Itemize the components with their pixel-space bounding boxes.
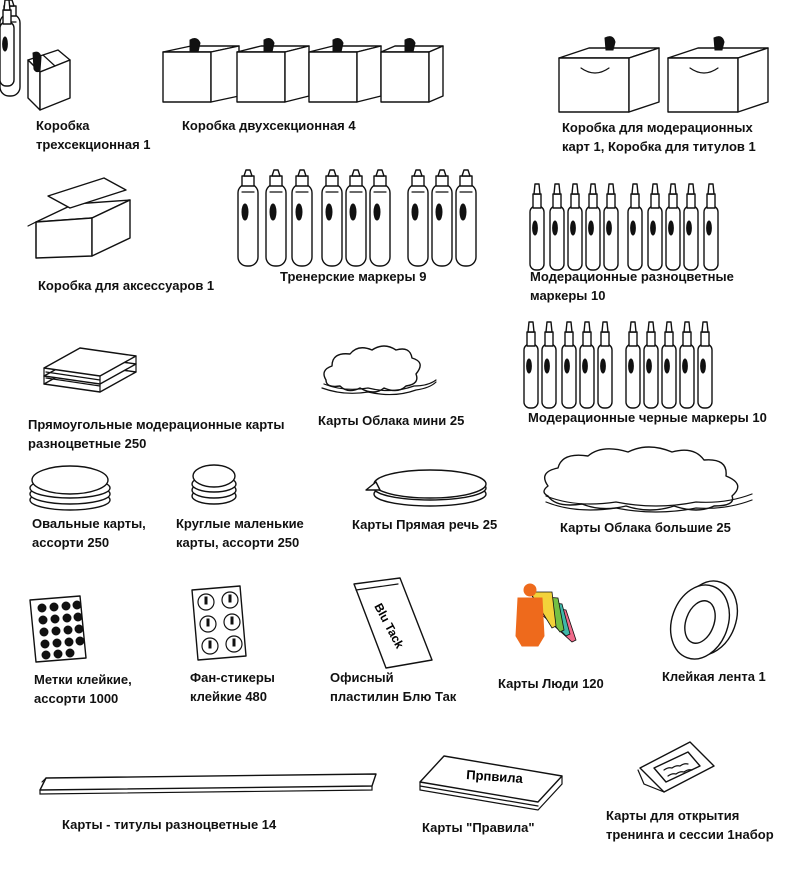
blu-tack-icon: Blu Tack xyxy=(353,577,433,669)
oval-cards-icon xyxy=(29,465,111,511)
caption-black-markers: Модерационные черные маркеры 10 xyxy=(528,410,767,425)
opening-cards-icon xyxy=(637,741,715,793)
caption-round-cards: Круглые маленькие карты, ассорти 250 xyxy=(176,516,304,550)
caption-rules: Карты "Правила" xyxy=(422,820,535,835)
caption-opening: Карты для открытия тренинга и сессии 1на… xyxy=(606,808,774,842)
speech-cards-icon xyxy=(365,469,487,507)
caption-tape: Клейкая лента 1 xyxy=(662,669,766,684)
box-accessories-icon xyxy=(27,177,131,259)
caption-fan-stickers: Фан-стикеры клейкие 480 xyxy=(190,670,275,704)
cloud-mini-icon xyxy=(321,345,437,396)
caption-box-three: Коробка трехсекционная 1 xyxy=(36,118,151,152)
sticky-dots-icon xyxy=(29,595,87,663)
caption-title-cards: Карты - титулы разноцветные 14 xyxy=(62,817,277,832)
rect-cards-icon xyxy=(43,347,137,393)
title-cards-icon xyxy=(39,773,377,795)
tape-roll-icon xyxy=(669,580,739,660)
caption-box-two: Коробка двухсекционная 4 xyxy=(182,118,356,133)
caption-cloud-mini: Карты Облака мини 25 xyxy=(318,413,465,428)
box-moderation-icon xyxy=(558,36,769,113)
box-three-section-icon xyxy=(27,49,71,111)
caption-speech-cards: Карты Прямая речь 25 xyxy=(352,517,498,532)
caption-dots: Метки клейкие, ассорти 1000 xyxy=(34,672,132,706)
caption-box-accessories: Коробка для аксессуаров 1 xyxy=(38,278,215,293)
rules-pack-label: Прпвила xyxy=(466,767,524,786)
caption-box-moderation: Коробка для модерационных карт 1, Коробк… xyxy=(562,120,756,154)
caption-cloud-big: Карты Облака большие 25 xyxy=(560,520,731,535)
caption-rect-cards: Прямоугольные модерационные карты разноц… xyxy=(28,417,285,451)
caption-people: Карты Люди 120 xyxy=(498,676,604,691)
people-cards-icon xyxy=(515,583,577,647)
box-two-section-icon xyxy=(162,38,444,103)
round-cards-icon xyxy=(191,464,237,505)
rules-cards-icon: Прпвила xyxy=(419,755,563,811)
caption-oval-cards: Овальные карты, ассорти 250 xyxy=(32,516,146,550)
caption-trainer-markers: Тренерские маркеры 9 xyxy=(280,269,427,284)
color-markers-icon xyxy=(0,0,719,271)
fan-stickers-icon xyxy=(191,585,247,661)
black-markers-icon xyxy=(523,321,713,409)
cloud-big-icon xyxy=(543,446,753,513)
caption-blutack: Офисный пластилин Блю Так xyxy=(330,670,457,704)
caption-color-markers: Модерационные разноцветные маркеры 10 xyxy=(530,269,734,303)
